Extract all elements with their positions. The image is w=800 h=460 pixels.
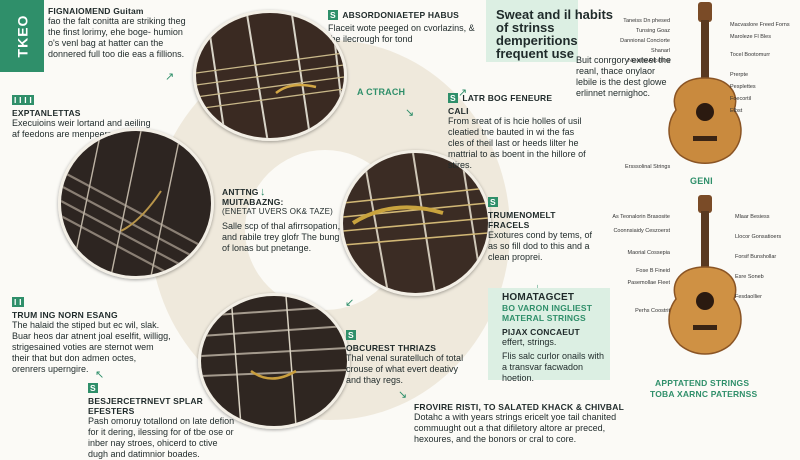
right-mid-title: LATR BOG FENEURE — [462, 93, 553, 103]
left-block-3: S BESJERCETRNEVT SPLAR EFESTERS Pash omo… — [88, 378, 238, 460]
guitar-label: Forsif Bunshollar — [735, 254, 777, 260]
homa-body: Flis salc curlor onails with a transvar … — [502, 351, 605, 383]
top-block-body: Flaceit wote peeged on cvorlazins, & the… — [328, 23, 475, 44]
right-low-badge: S — [488, 197, 498, 207]
guitar-label: Dannional Conciorte — [620, 38, 670, 44]
bottom-block: FROVIRE RISTI, TO SALATED KHACK & CHIVBA… — [414, 402, 644, 445]
fretboard-illustration — [196, 13, 344, 138]
center-body: Salle scp of thal afirrsopation, and rab… — [222, 221, 341, 253]
left-block-2-badge: I I — [12, 297, 24, 307]
homa-green2: MATERAL STRINGS — [502, 313, 586, 323]
arrow-icon: ↘ — [398, 389, 408, 401]
guitar-label: Pesplettes — [730, 84, 756, 90]
homa-block: HOMATAGCET BO VARON INGLIEST MATERAL STR… — [502, 293, 610, 384]
intro-body: fao the falt conitta are striking theg t… — [48, 16, 186, 59]
headline-aside: Buit conrgory exteet the reanl, thace on… — [576, 55, 672, 98]
arrow-icon: ↗ — [458, 87, 468, 99]
homa-sub: PIJAX CONCAEUT — [502, 327, 580, 337]
left-block-3-title: BESJERCETRNEVT SPLAR EFESTERS — [88, 396, 203, 416]
guitar-label: Coonnsiaidy Ceszoerst — [613, 228, 670, 234]
guitar-label: Mlaar Besiess — [735, 214, 770, 220]
fretboard-circle-top — [193, 10, 347, 141]
center-subtitle: MUITABAZNG: — [222, 197, 284, 207]
intro-block: FIGNAIOMEND Guitam fao the falt conitta … — [48, 6, 188, 60]
right-mid-block: S LATR BOG FENEURE CALI From sreat of is… — [448, 88, 588, 171]
fretboard-circle-left — [58, 128, 214, 279]
arrow-icon: ↘ — [405, 107, 415, 119]
left-block-3-badge: S — [88, 383, 98, 393]
guitar-label: Macvaslore Freed Forns — [730, 22, 790, 28]
fretboard-illustration — [61, 131, 211, 276]
bottom-body: Dotahc a with years strings ericelt yoe … — [414, 412, 617, 444]
guitar-label: Pasemollae Fleet — [627, 280, 671, 286]
guitar-label: Nieeers Asceliins — [628, 58, 670, 64]
guitar-label: Fesdaollier — [735, 294, 762, 300]
left-block-1-badge: I I I I — [12, 95, 34, 105]
left-block-1-title: EXPTANLETTAS — [12, 108, 81, 118]
left-block-2: I I TRUM ING NORN ESANG The halaid the s… — [12, 292, 172, 375]
guitar-label: Esre Soneb — [735, 274, 764, 280]
center-block: ANTTNG MUITABAZNG: (ENETAT UVERS OK& TAZ… — [222, 187, 347, 254]
guitar-bottom-labels-left: As Teonalorin Brasosite Coonnsiaidy Cesz… — [612, 214, 670, 314]
small-block: S OBCUREST THRIAZS Thal venal suratelluc… — [346, 325, 464, 386]
left-block-3-body: Pash omoruy totallond on late defion for… — [88, 416, 235, 459]
mid-label: A CTRACH — [357, 87, 406, 97]
guitar-label: Fose B Fineid — [636, 268, 670, 274]
arrow-icon: ↗ — [165, 71, 175, 83]
guitar-label: Prerpte — [730, 72, 749, 78]
center-title: ANTTNG — [222, 187, 259, 197]
intro-title: FIGNAIOMEND Guitam — [48, 6, 144, 16]
side-tab: TKEO — [0, 0, 44, 72]
left-block-2-body: The halaid the stiped but ec wil, slak. … — [12, 320, 171, 374]
top-block: S ABSORDONIAETEP HABUS Flaceit wote peeg… — [328, 5, 478, 45]
small-block-badge: S — [346, 330, 356, 340]
right-mid-badge: S — [448, 93, 458, 103]
arrow-icon: ↙ — [345, 297, 355, 309]
guitar-top-foot-label: Ersssolinal Strings — [625, 164, 671, 170]
guitar-top-labels-left: Taneiss Dn phesed Tunsing Goaz Dannional… — [620, 18, 670, 64]
guitar-top-labels-right: Macvaslore Freed Forns Maroleze Fl Bles … — [730, 22, 792, 114]
acoustic-guitar-bottom — [668, 195, 742, 355]
fretboard-circle-right — [340, 150, 491, 296]
right-low-body: Exotures cond by tems, of as so fill dod… — [488, 230, 593, 262]
homa-sub2: effert, strings. — [502, 337, 557, 347]
guitar-label: Elbst — [730, 108, 743, 114]
guitar-bottom-labels-right: Mlaar Besiess Llocor Gonsatioers Forsif … — [735, 214, 793, 300]
side-tab-label: TKEO — [13, 14, 30, 58]
left-block-2-title: TRUM ING NORN ESANG — [12, 310, 118, 320]
guitar-bottom-caption-2: TOBA XARNC PATERNSS — [650, 389, 758, 399]
guitar-label: Perhs Coostrit — [635, 308, 670, 314]
homa-title: HOMATAGCET — [502, 292, 575, 303]
top-block-title: ABSORDONIAETEP HABUS — [342, 10, 460, 20]
right-mid-body: From sreat of is hcie holles of usil cle… — [448, 116, 586, 170]
bottom-title: FROVIRE RISTI, TO SALATED KHACK & CHIVBA… — [414, 402, 625, 412]
guitar-label: Taneiss Dn phesed — [623, 18, 670, 24]
arrow-icon: ↓ — [260, 186, 266, 198]
guitar-bottom-caption-1: APPTATEND STRINGS — [655, 378, 750, 388]
right-low-title: TRUMENOMELT FRACELS — [488, 210, 556, 230]
guitar-top-caption: GENI — [690, 176, 713, 186]
arrow-icon: ↖ — [95, 369, 105, 381]
right-mid-sub: CALI — [448, 106, 469, 116]
headline-panel — [486, 0, 578, 62]
fretboard-illustration — [201, 296, 347, 426]
right-low-block: S TRUMENOMELT FRACELS Exotures cond by t… — [488, 192, 598, 263]
acoustic-guitar-top — [668, 2, 742, 164]
guitar-label: Maroleze Fl Bles — [730, 34, 771, 40]
homa-panel — [488, 288, 610, 380]
guitar-label: Maorial Cossepia — [627, 250, 671, 256]
guitar-label: Tunsing Goaz — [635, 28, 670, 34]
small-block-title: OBCUREST THRIAZS — [346, 343, 437, 353]
fretboard-illustration — [343, 153, 488, 293]
homa-green1: BO VARON INGLIEST — [502, 303, 593, 313]
guitar-label: Llocor Gonsatioers — [735, 234, 782, 240]
guitar-label: Shanarl — [651, 48, 670, 54]
center-line: (ENETAT UVERS OK& TAZE) — [222, 207, 333, 216]
guitar-label: Foecortil — [730, 96, 752, 102]
small-block-body: Thal venal suratelluch of total crouse o… — [346, 353, 464, 385]
headline: Sweat and il habits of strinss demperiti… — [496, 7, 614, 61]
fretboard-circle-bottom — [198, 293, 350, 429]
guitar-label: As Teonalorin Brasosite — [612, 214, 670, 220]
guitar-label: Tocel Bootomurr — [730, 52, 771, 58]
